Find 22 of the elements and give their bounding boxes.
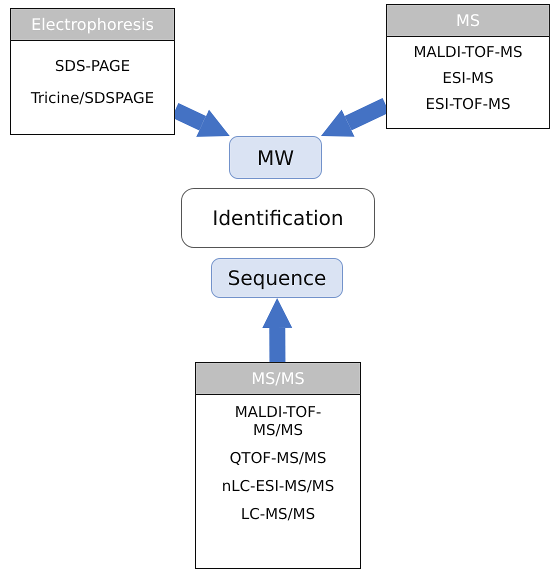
method-label: LC-MS/MS	[240, 505, 316, 523]
node-label: Identification	[212, 206, 344, 230]
result-box	[229, 136, 322, 179]
node-label: MW	[256, 146, 294, 170]
header-label: MS/MS	[196, 363, 360, 395]
method-label: nLC-ESI-MS/MS	[220, 477, 336, 495]
method-list-box	[10, 8, 175, 135]
method-label: Tricine/SDSPAGE	[30, 89, 154, 107]
header-label: Electrophoresis	[11, 9, 174, 41]
method-label: ESI-MS	[442, 69, 494, 87]
block-arrow	[262, 298, 292, 362]
method-label: ESI-TOF-MS	[426, 95, 510, 113]
result-box	[211, 258, 343, 298]
center-box	[181, 188, 375, 248]
method-label: SDS-PAGE	[54, 57, 130, 75]
header-label: MS	[387, 5, 549, 37]
method-list-box	[386, 4, 550, 129]
method-label: MALDI-TOF- MS/MS	[234, 403, 322, 439]
node-label: Sequence	[228, 266, 326, 290]
method-label: QTOF-MS/MS	[228, 449, 328, 467]
method-list-box	[195, 362, 361, 569]
method-label: MALDI-TOF-MS	[413, 43, 523, 61]
